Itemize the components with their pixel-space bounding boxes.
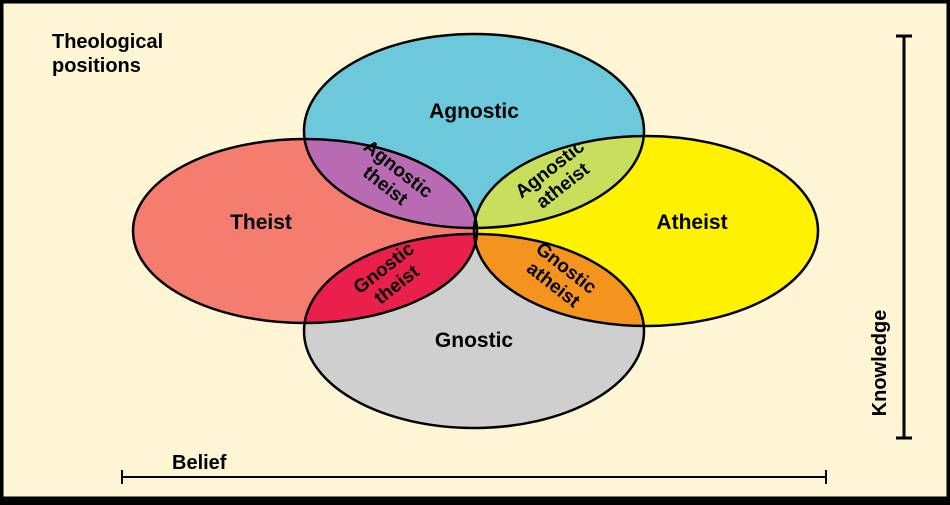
belief-axis-label: Belief [172,452,227,474]
agnostic-atheist-overlap [474,136,644,228]
atheist-label: Atheist [656,211,727,234]
gnostic-label: Gnostic [435,329,513,352]
title-line-2: positions [52,55,141,77]
gnostic-atheist-overlap [474,234,644,326]
title-line-1: Theological [52,31,163,53]
knowledge-axis [896,34,912,440]
agnostic-label: Agnostic [429,100,519,123]
knowledge-axis-label: Knowledge [869,310,891,417]
theist-label: Theist [230,211,292,234]
belief-axis [121,470,827,484]
gnostic-theist-overlap [304,234,477,323]
ellipse-outlines [131,32,820,430]
agnostic-theist-overlap [304,139,477,228]
